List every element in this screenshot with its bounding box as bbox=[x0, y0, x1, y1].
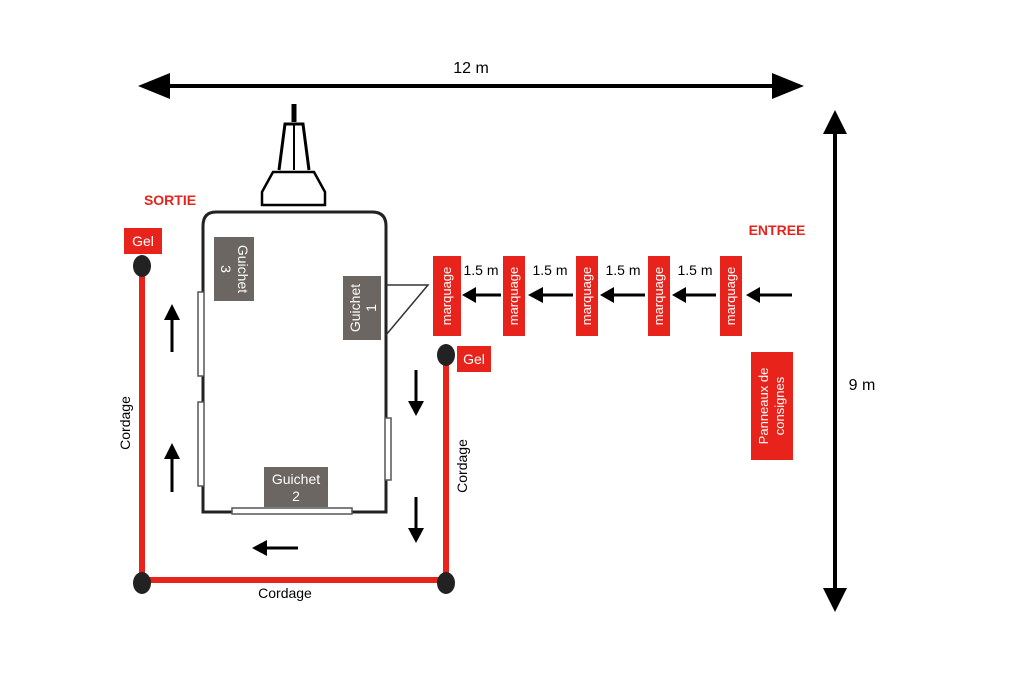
guichet-1-box bbox=[343, 276, 381, 340]
gel-exit: Gel bbox=[124, 228, 162, 254]
floor-marker-4-label: marquage bbox=[651, 267, 666, 326]
width-arrowhead-left bbox=[138, 73, 170, 99]
instructions-panel-line1: Panneaux de bbox=[756, 368, 771, 445]
guichet-1: Guichet 1 bbox=[343, 276, 381, 340]
floor-marker-5-box bbox=[720, 256, 742, 336]
height-label: 9 m bbox=[849, 377, 876, 394]
guichet-1-label: Guichet bbox=[347, 284, 363, 332]
height-arrowhead-bottom bbox=[823, 588, 847, 612]
floor-marker-3-box bbox=[576, 256, 598, 336]
bottom-counter-shelf bbox=[231, 507, 353, 515]
left-arrow-bottom-head bbox=[252, 540, 267, 556]
up-arrow-upper-head bbox=[164, 304, 180, 320]
floor-marker-2-box bbox=[503, 256, 525, 336]
gel-exit-label: Gel bbox=[132, 233, 154, 249]
height-arrowhead-top bbox=[823, 110, 847, 134]
down-arrow-2 bbox=[408, 497, 424, 543]
vehicle bbox=[197, 104, 430, 515]
flow-arrow-3-head bbox=[600, 287, 614, 303]
guichet-2-box bbox=[264, 467, 328, 507]
flow-arrow-entry-head bbox=[746, 287, 760, 303]
circulation-arrows bbox=[164, 304, 424, 556]
rope-barrier bbox=[133, 255, 455, 594]
floor-marker-5-label: marquage bbox=[723, 267, 738, 326]
spacing-label-4: 1.5 m bbox=[677, 262, 712, 278]
left-window-upper bbox=[197, 291, 205, 377]
up-arrow-lower-head bbox=[164, 443, 180, 459]
floor-marker-5: marquage bbox=[720, 256, 742, 336]
flow-arrow-1-head bbox=[462, 287, 476, 303]
flow-arrow-2 bbox=[528, 287, 573, 303]
gel-exit-box bbox=[124, 228, 162, 254]
down-arrow-2-head bbox=[408, 528, 424, 543]
right-window bbox=[384, 417, 392, 481]
flow-arrow-2-head bbox=[528, 287, 543, 303]
spacing-label-3: 1.5 m bbox=[605, 262, 640, 278]
hitch-box bbox=[260, 170, 327, 207]
guichet-1-number: 1 bbox=[363, 304, 379, 312]
down-arrow-1-head bbox=[408, 401, 424, 416]
window-awning bbox=[385, 284, 430, 336]
cordage-label-right: Cordage bbox=[454, 439, 470, 493]
left-window-lower bbox=[197, 401, 205, 487]
post-top-right bbox=[437, 344, 455, 366]
queue-flow-arrows bbox=[462, 287, 792, 303]
instructions-panel: Panneaux de consignes bbox=[751, 352, 793, 460]
floor-marker-1: marquage bbox=[433, 256, 461, 336]
floor-marker-4-box bbox=[648, 256, 670, 336]
width-dimension: 12 m bbox=[138, 60, 804, 99]
floor-marker-2: marquage bbox=[503, 256, 525, 336]
flow-arrow-4-head bbox=[672, 287, 686, 303]
guichet-3: Guichet 3 bbox=[214, 237, 254, 301]
floor-marker-2-label: marquage bbox=[506, 267, 521, 326]
flow-arrow-entry bbox=[746, 287, 792, 303]
post-bottom-left bbox=[133, 572, 151, 594]
exit-label: SORTIE bbox=[144, 192, 196, 208]
post-bottom-right bbox=[437, 572, 455, 594]
entry-label: ENTREE bbox=[749, 222, 806, 238]
guichet-2-label: Guichet bbox=[272, 471, 320, 487]
gel-entry-label: Gel bbox=[463, 351, 485, 367]
cordage-label-left: Cordage bbox=[117, 396, 133, 450]
spacing-label-2: 1.5 m bbox=[532, 262, 567, 278]
guichet-2: Guichet 2 bbox=[264, 467, 328, 507]
flow-arrow-4 bbox=[672, 287, 716, 303]
guichet-3-number: 3 bbox=[218, 265, 234, 273]
flow-arrow-3 bbox=[600, 287, 645, 303]
width-arrowhead-right bbox=[772, 73, 804, 99]
floor-marker-1-label: marquage bbox=[439, 267, 454, 326]
gel-entry: Gel bbox=[457, 346, 491, 372]
instructions-panel-line2: consignes bbox=[772, 376, 787, 435]
up-arrow-upper bbox=[164, 304, 180, 352]
down-arrow-1 bbox=[408, 370, 424, 416]
flow-arrow-1 bbox=[462, 287, 501, 303]
up-arrow-lower bbox=[164, 443, 180, 492]
guichet-3-label: Guichet bbox=[235, 245, 251, 293]
width-label: 12 m bbox=[453, 60, 489, 77]
left-arrow-bottom bbox=[252, 540, 298, 556]
post-top-left bbox=[133, 255, 151, 277]
gel-entry-box bbox=[457, 346, 491, 372]
height-dimension: 9 m bbox=[823, 110, 875, 612]
spacing-label-1: 1.5 m bbox=[463, 262, 498, 278]
cordage-label-bottom: Cordage bbox=[258, 585, 312, 601]
floor-marker-4: marquage bbox=[648, 256, 670, 336]
instructions-panel-box bbox=[751, 352, 793, 460]
guichet-2-number: 2 bbox=[292, 488, 300, 504]
guichet-3-box bbox=[214, 237, 254, 301]
floor-marker-3: marquage bbox=[576, 256, 598, 336]
floor-marker-1-box bbox=[433, 256, 461, 336]
floor-marker-3-label: marquage bbox=[579, 267, 594, 326]
